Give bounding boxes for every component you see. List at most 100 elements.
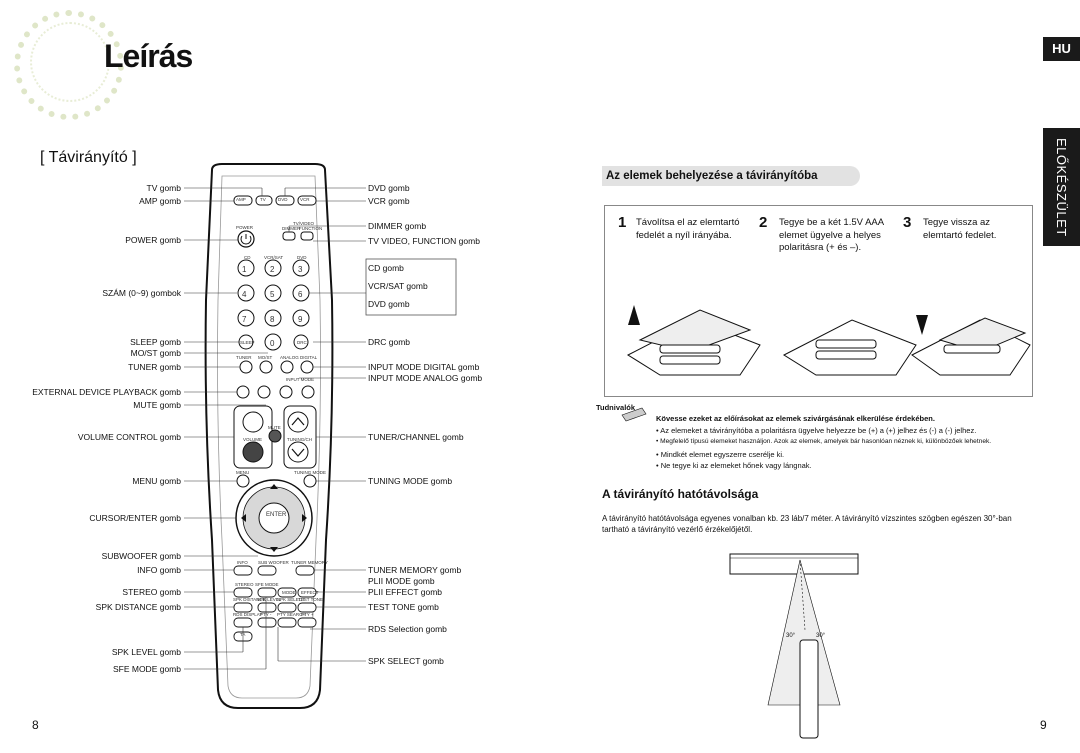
remote-digit-7: 7 bbox=[242, 315, 247, 324]
remote-btn-dvd: DVD bbox=[278, 197, 288, 202]
label-menu-button: MENU gomb bbox=[132, 476, 181, 486]
remote-lbl-volume: VOLUME bbox=[243, 437, 263, 442]
remote-lbl-dvd: DVD bbox=[297, 255, 307, 260]
note-heading: Kövesse ezeket az előírásokat az elemek … bbox=[656, 414, 935, 423]
side-tab-preparation: ELŐKÉSZÜLET bbox=[1043, 128, 1080, 246]
remote-lbl-mute: MUTE bbox=[268, 425, 281, 430]
step-1-text: Távolítsa el az elemtartó fedelét a nyíl… bbox=[636, 217, 740, 241]
label-info-button: INFO gomb bbox=[137, 565, 181, 575]
remote-btn-tv: TV bbox=[260, 197, 266, 202]
step-1-number: 1 bbox=[618, 214, 627, 231]
remote-btn-amp: AMP bbox=[236, 197, 246, 202]
remote-digit-4: 4 bbox=[242, 290, 247, 299]
remote-digit-1: 1 bbox=[242, 265, 247, 274]
label-mute-button: MUTE gomb bbox=[133, 400, 181, 410]
remote-lbl-mo-st: MO/ST bbox=[258, 355, 273, 360]
remote-lbl-tuner-memory: TUNER MEMORY bbox=[291, 560, 328, 565]
label-vcr-button: VCR gomb bbox=[368, 196, 410, 206]
remote-digit-9: 9 bbox=[298, 315, 303, 324]
label-stereo-button: STEREO gomb bbox=[122, 587, 181, 597]
angle-left-label: 30° bbox=[786, 633, 796, 639]
note-label: Tudnivalók bbox=[596, 403, 636, 412]
angle-right-label: 30° bbox=[816, 633, 826, 639]
remote-lbl-tuning-mode: TUNING MODE bbox=[294, 470, 326, 475]
note-item: • Megfelelő típusú elemeket használjon. … bbox=[656, 438, 992, 445]
range-title: A távirányító hatótávolsága bbox=[602, 487, 759, 501]
label-spk-distance-button: SPK DISTANCE gomb bbox=[95, 602, 181, 612]
label-dvd-source-button: DVD gomb bbox=[368, 299, 410, 309]
label-mo-st-button: MO/ST gomb bbox=[130, 348, 181, 358]
page-number-right: 9 bbox=[1040, 718, 1047, 732]
label-number-buttons: SZÁM (0~9) gombok bbox=[102, 288, 181, 298]
remote-lbl-dimmer: DIMMER bbox=[282, 226, 301, 231]
label-external-playback-button: EXTERNAL DEVICE PLAYBACK gomb bbox=[32, 387, 181, 397]
remote-digit-6: 6 bbox=[298, 290, 303, 299]
page-title: Leírás bbox=[104, 38, 193, 74]
label-subwoofer-button: SUBWOOFER gomb bbox=[101, 551, 181, 561]
remote-lbl-input-mode: INPUT MODE bbox=[286, 377, 315, 382]
label-test-tone-button: TEST TONE gomb bbox=[368, 602, 439, 612]
remote-lbl-stereo: STEREO bbox=[235, 582, 254, 587]
label-input-digital-button: INPUT MODE DIGITAL gomb bbox=[368, 362, 480, 372]
label-tuning-mode-button: TUNING MODE gomb bbox=[368, 476, 453, 486]
remote-lbl-pty-plus: PTY + bbox=[301, 612, 314, 617]
battery-steps-box bbox=[604, 205, 1033, 397]
remote-lbl-enter: ENTER bbox=[266, 512, 287, 518]
label-amp-button: AMP gomb bbox=[139, 196, 181, 206]
label-cd-button: CD gomb bbox=[368, 263, 404, 273]
remote-lbl-power: POWER bbox=[236, 225, 254, 230]
language-badge: HU bbox=[1043, 37, 1080, 61]
label-power-button: POWER gomb bbox=[125, 235, 181, 245]
remote-lbl-rds-display: RDS DISPLAY bbox=[233, 612, 263, 617]
remote-lbl-drc: DRC bbox=[297, 340, 307, 345]
label-drc-button: DRC gomb bbox=[368, 337, 411, 347]
label-spk-select-button: SPK SELECT gomb bbox=[368, 656, 444, 666]
remote-lbl-sfe-mode: SFE MODE bbox=[255, 582, 279, 587]
label-sleep-button: SLEEP gomb bbox=[130, 337, 181, 347]
step-2-text: Tegye be a két 1.5V AAA elemet ügyelve a… bbox=[779, 217, 884, 253]
remote-digit-5: 5 bbox=[270, 290, 275, 299]
label-tuner-button: TUNER gomb bbox=[128, 362, 181, 372]
label-spk-level-button: SPK LEVEL gomb bbox=[111, 647, 181, 657]
label-vcr-sat-button: VCR/SAT gomb bbox=[368, 281, 428, 291]
remote-lbl-effect: EFFECT bbox=[301, 590, 319, 595]
remote-lbl-ta: TA bbox=[240, 632, 246, 637]
remote-digit-2: 2 bbox=[270, 265, 275, 274]
remote-digit-3: 3 bbox=[298, 265, 303, 274]
page-number-left: 8 bbox=[32, 718, 39, 732]
battery-heading: Az elemek behelyezése a távirányítóba bbox=[602, 166, 860, 186]
note-item: • Mindkét elemet egyszerre cserélje ki. bbox=[656, 450, 785, 459]
label-sfe-mode-button: SFE MODE gomb bbox=[112, 664, 181, 674]
remote-lbl-menu: MENU bbox=[236, 470, 250, 475]
remote-lbl-pty-search: PTY SEARCH bbox=[277, 612, 306, 617]
remote-lbl-digital: DIGITAL bbox=[300, 355, 318, 360]
remote-lbl-subwoofer: SUB WOOFER bbox=[258, 560, 289, 565]
label-tv-video-function-button: TV VIDEO, FUNCTION gomb bbox=[368, 236, 480, 246]
label-tv-button: TV gomb bbox=[146, 183, 182, 193]
note-item: • Az elemeket a távirányítóba a polaritá… bbox=[656, 426, 977, 435]
remote-lbl-test-tone: TEST TONE bbox=[298, 597, 324, 602]
note-item: • Ne tegye ki az elemeket hőnek vagy lán… bbox=[656, 461, 812, 470]
remote-lbl-pty-minus: PTY - bbox=[260, 612, 272, 617]
remote-lbl-tuner: TUNER bbox=[236, 355, 252, 360]
remote-lbl-info: INFO bbox=[237, 560, 248, 565]
label-tuner-channel-button: TUNER/CHANNEL gomb bbox=[368, 432, 464, 442]
remote-btn-vcr: VCR bbox=[300, 197, 310, 202]
label-pl2-mode-button: PLII MODE gomb bbox=[368, 576, 435, 586]
decorative-circle-inner bbox=[30, 22, 110, 102]
remote-lbl-spk-select: SPK SELECT bbox=[277, 597, 305, 602]
label-dvd-button: DVD gomb bbox=[368, 183, 410, 193]
remote-lbl-function: FUNCTION bbox=[299, 226, 323, 231]
label-rds-selection-button: RDS Selection gomb bbox=[368, 624, 447, 634]
remote-lbl-spk-distance: SPK DISTANCE bbox=[233, 597, 266, 602]
remote-digit-8: 8 bbox=[270, 315, 275, 324]
remote-lbl-analog: ANALOG bbox=[280, 355, 299, 360]
remote-lbl-cd: CD bbox=[244, 255, 251, 260]
remote-lbl-vcr-sat: VCR/SAT bbox=[264, 255, 284, 260]
remote-digit-0: 0 bbox=[270, 339, 275, 348]
label-input-analog-button: INPUT MODE ANALOG gomb bbox=[368, 373, 483, 383]
step-3-number: 3 bbox=[903, 214, 912, 231]
remote-lbl-spk-level: SPK LEVEL bbox=[257, 597, 282, 602]
remote-lbl-mode: MODE bbox=[282, 590, 296, 595]
